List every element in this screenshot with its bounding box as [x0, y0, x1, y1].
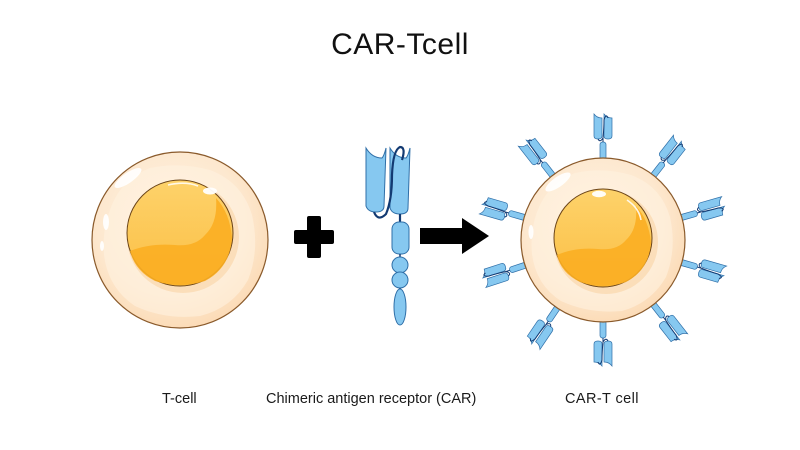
car-scfv-light-chain: [365, 146, 387, 213]
car-t-cell-receptor: [593, 112, 613, 161]
t-cell-highlight: [114, 167, 142, 189]
label-car-t-cell: CAR-T cell: [565, 391, 639, 407]
car-t-cell-receptor: [650, 301, 689, 343]
car-t-cell-receptor: [517, 137, 556, 179]
car-transmembrane-domain: [391, 221, 410, 255]
car-t-cell-receptor: [679, 259, 728, 283]
t-cell-highlight-2: [103, 214, 109, 230]
car-t-cell-receptor: [593, 319, 613, 368]
car-t-cell-receptor: [679, 195, 726, 221]
label-car: Chimeric antigen receptor (CAR): [266, 391, 477, 407]
car-t-cell-receptor: [650, 134, 686, 179]
car-scfv-heavy-chain: [389, 146, 411, 215]
t-cell-nucleus: [126, 179, 239, 293]
car-t-cell-nucleus: [553, 188, 658, 294]
car-linker: [372, 145, 405, 219]
t-cell-highlight-3: [100, 241, 104, 251]
car-t-cell-receptors: [478, 112, 728, 368]
car-t-cell-receptor: [478, 197, 527, 221]
car-t-cell-highlight: [545, 172, 571, 192]
right-arrow-icon: [420, 218, 489, 254]
car-t-cell-receptor: [481, 262, 528, 289]
plus-icon: [294, 216, 334, 258]
car-cd3z-domain: [393, 288, 407, 326]
car-costimulatory-domain-1: [391, 256, 409, 274]
t-cell: [91, 151, 269, 329]
car-receptor: [365, 145, 411, 326]
car-t-cell-highlight-2: [528, 225, 534, 239]
car-t-cell-receptor: [526, 305, 561, 351]
car-t-cell: [478, 112, 728, 368]
car-costimulatory-domain-2: [391, 271, 409, 289]
diagram-title: CAR-Tcell: [331, 28, 469, 61]
label-t-cell: T-cell: [162, 391, 197, 407]
